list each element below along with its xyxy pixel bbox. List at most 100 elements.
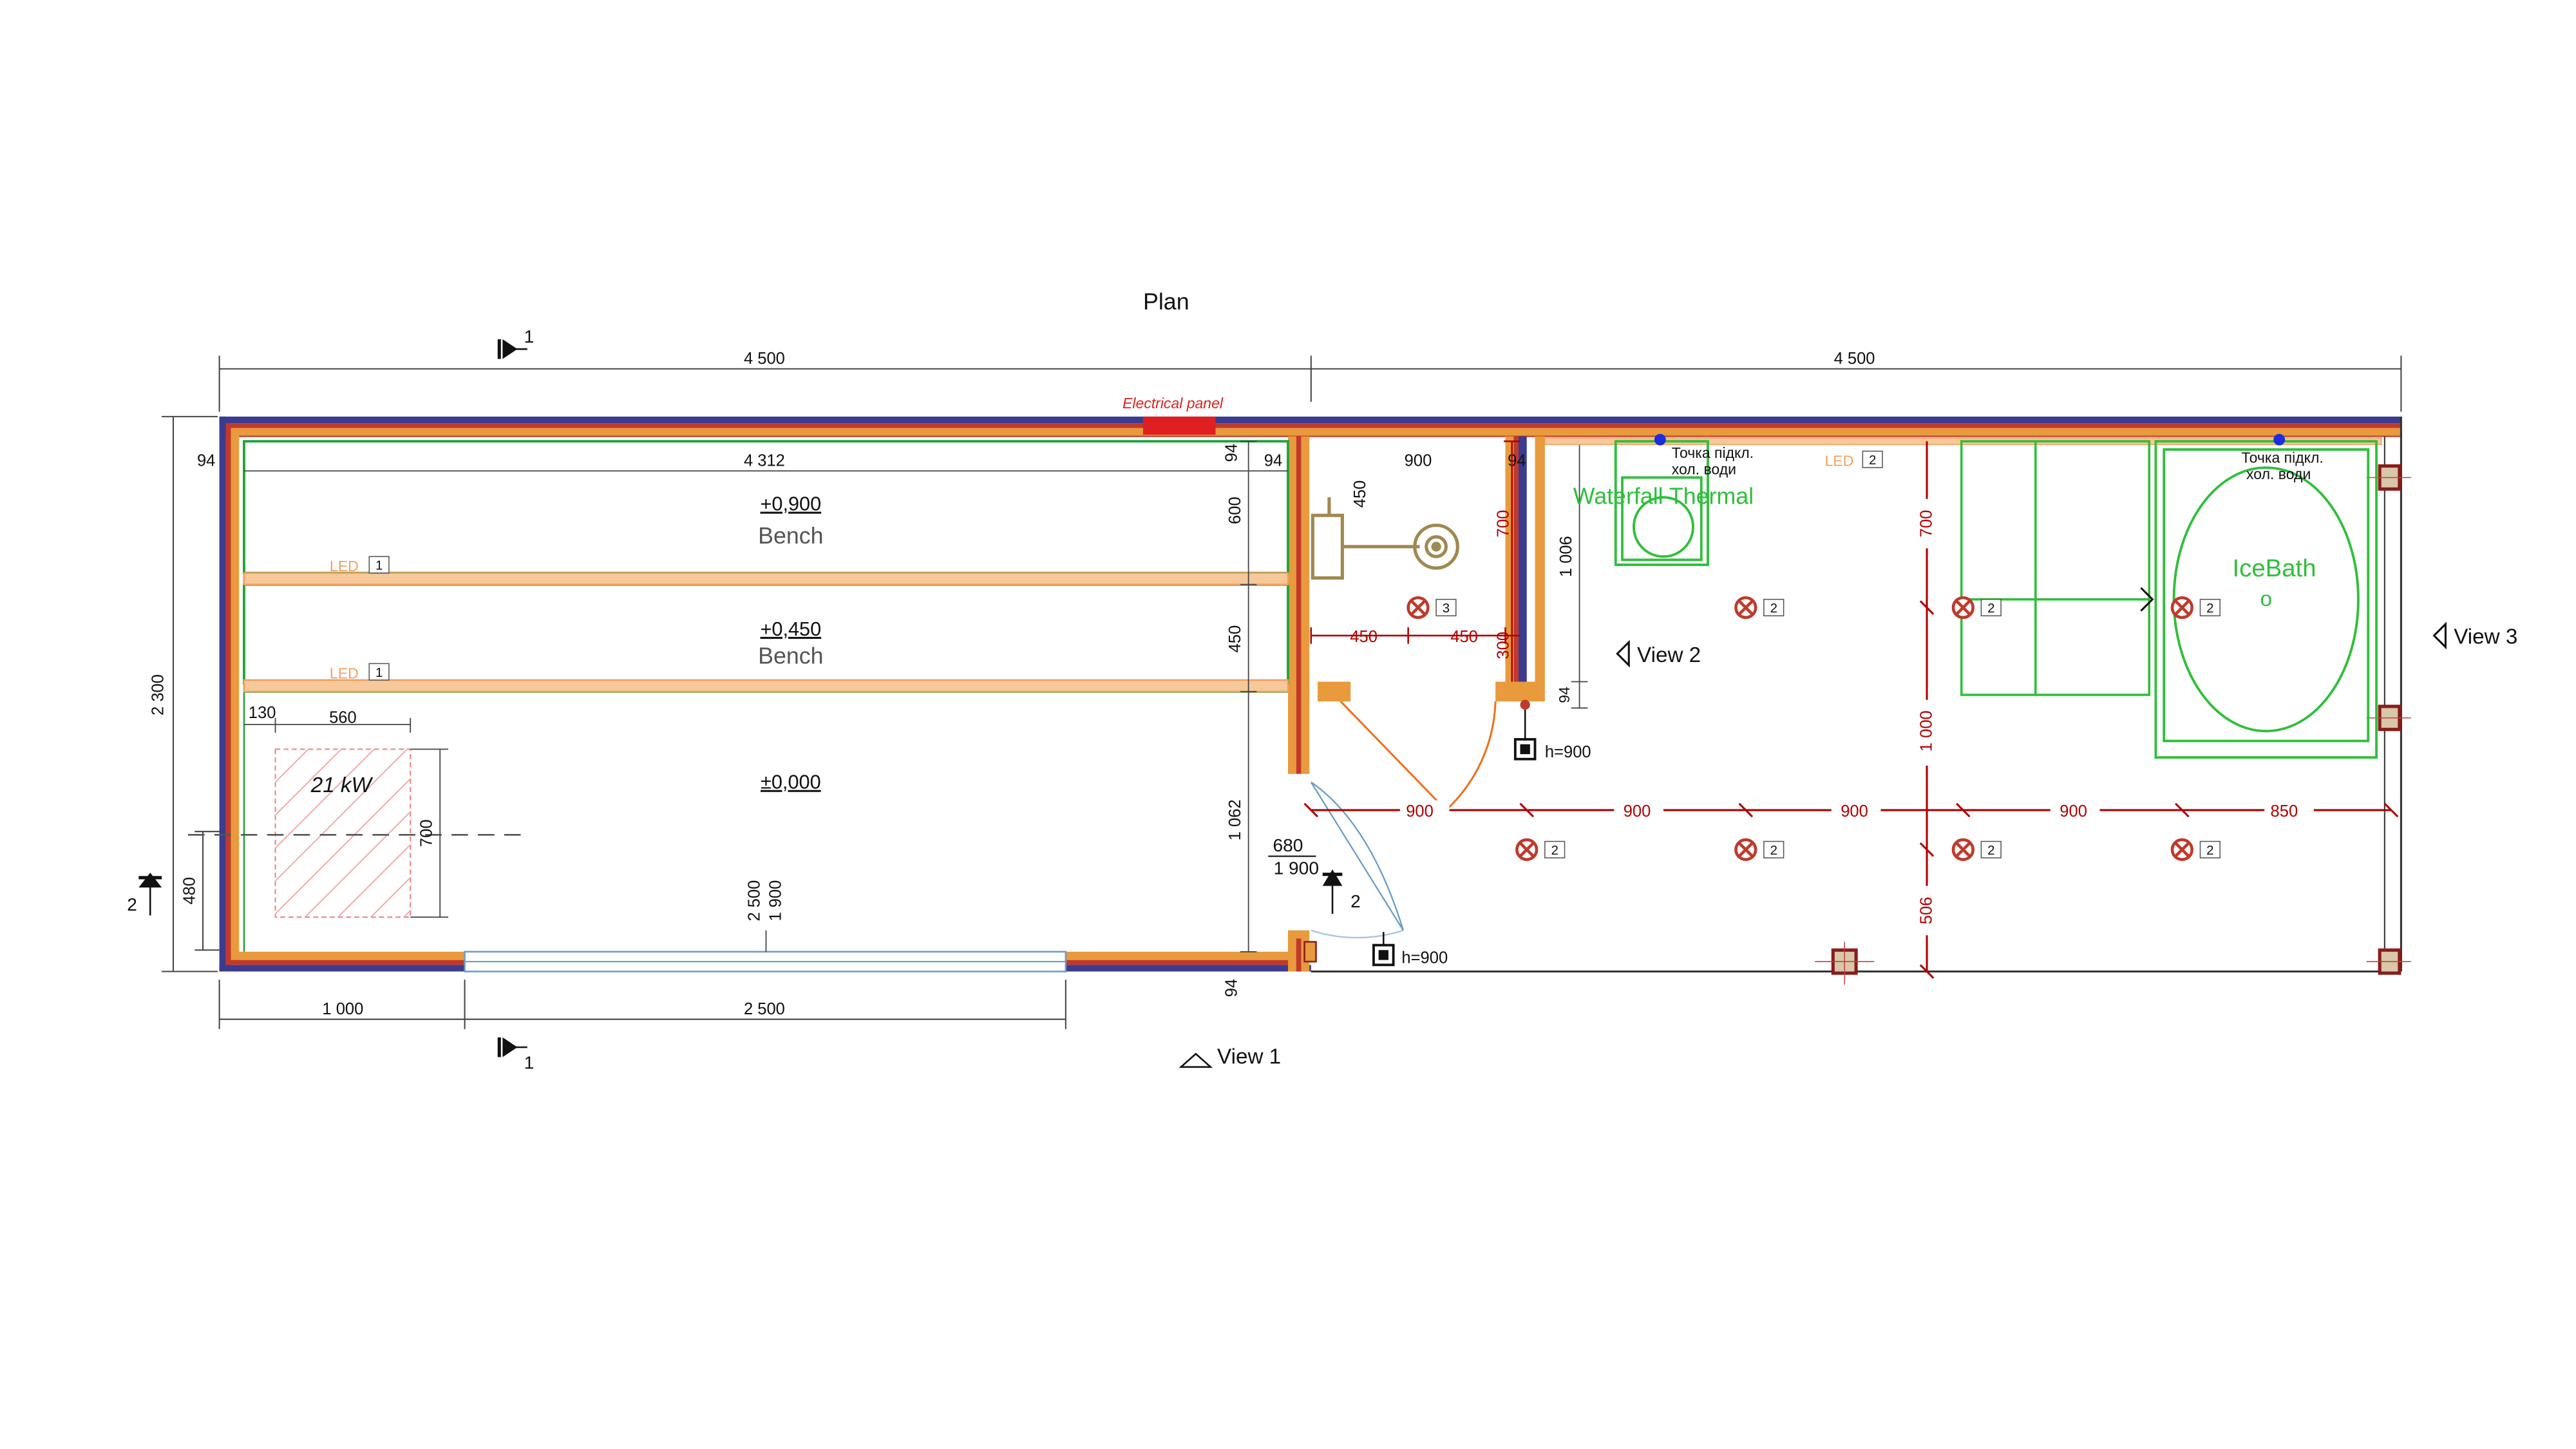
lounge-light-icon <box>1515 838 1539 861</box>
dim-sauna-inner: 4 312 <box>744 452 785 470</box>
dim-bottom-left: 1 000 <box>322 1000 363 1018</box>
lounge-light-icon <box>2170 596 2193 620</box>
plan-title: Plan <box>1143 289 1189 315</box>
shower-dim-1006: 1 006 <box>1557 536 1575 577</box>
lounge-led-tag <box>1862 450 1883 468</box>
shower-light-icon <box>1406 596 1430 620</box>
dim-top-left: 4 500 <box>744 350 785 368</box>
dim-sauna-wall-bottom: 94 <box>1223 979 1241 997</box>
lounge-light-icon <box>1951 838 1975 861</box>
water-point-1-line1: Точка підкл. <box>1672 444 1754 461</box>
electrical-panel <box>1143 416 1216 435</box>
window-height: 1 900 <box>767 880 785 922</box>
section-mark-door-label: 2 <box>1350 891 1361 911</box>
shower-dim-450-right: 450 <box>1450 628 1478 646</box>
water-point-2-icon <box>2273 433 2286 446</box>
sauna-led-tag-2 <box>368 663 390 681</box>
sauna-led-tag-1 <box>368 556 390 574</box>
lounge-light-group-6: 2 <box>1987 843 1994 858</box>
entrance-socket-height: h=900 <box>1401 949 1448 967</box>
shower-red-dims <box>1310 440 1520 682</box>
icebath-drain: o <box>2260 587 2272 611</box>
shower-dim-700: 700 <box>1495 510 1513 538</box>
view3-marker <box>2432 621 2447 650</box>
dimension-bottom <box>218 980 1066 1030</box>
icebath-fixture <box>2154 440 2378 759</box>
bench-upper-level: +0,900 <box>761 493 822 515</box>
shower-door <box>1340 701 1497 811</box>
lounge-dim-h-2: 900 <box>1624 802 1651 820</box>
shower-dim-300: 300 <box>1495 632 1513 659</box>
lounge-dim-h-4: 900 <box>2060 802 2087 820</box>
lounge-dim-v-3: 506 <box>1918 897 1936 925</box>
shower-light-tag <box>1435 598 1457 617</box>
lounge-light-group-5: 2 <box>1770 843 1777 858</box>
bench-lower-label: Bench <box>758 643 823 668</box>
lounge-light-group-3: 2 <box>2206 601 2213 616</box>
sauna-floor-level: ±0,000 <box>761 771 821 793</box>
section-mark-bottom <box>497 1037 527 1057</box>
dim-floor-depth: 1 062 <box>1226 799 1244 840</box>
lounge-arrow <box>2140 587 2154 612</box>
water-point-1-icon <box>1654 433 1666 446</box>
lounge-led-group: 2 <box>1869 453 1876 468</box>
sauna-led-label-2: LED <box>330 665 359 681</box>
dim-bottom-middle: 2 500 <box>744 1000 785 1018</box>
lounge-light-icon <box>2170 838 2193 861</box>
section-mark-top <box>497 339 527 359</box>
view2-marker <box>1616 639 1630 668</box>
window-width: 2 500 <box>745 880 763 922</box>
waterfall-label: Waterfall Thermal <box>1573 483 1754 509</box>
dim-heater-width: 560 <box>329 708 357 726</box>
lounge-dim-v-2: 1 000 <box>1918 710 1936 752</box>
lounge-light-icon <box>1951 596 1975 620</box>
dim-left-total: 2 300 <box>149 674 167 715</box>
column-axes <box>1815 477 2411 985</box>
lounge-bench <box>1960 440 2151 696</box>
dim-bench-lower-depth: 450 <box>1226 625 1244 653</box>
lounge-light-icon <box>1734 596 1757 620</box>
view3-label: View 3 <box>2454 625 2517 649</box>
section-mark-door <box>1322 869 1343 914</box>
dim-sauna-wall-left: 94 <box>197 452 215 470</box>
lounge-dim-h-1: 900 <box>1406 802 1434 820</box>
sauna-led-strips <box>243 572 1289 693</box>
shower-socket-height: h=900 <box>1545 743 1591 761</box>
waterfall-label-text: Waterfall Thermal <box>1573 483 1754 509</box>
electrical-panel-label: Electrical panel <box>1122 395 1224 412</box>
icebath-label: IceBath <box>2233 554 2316 582</box>
water-point-2-line1: Точка підкл. <box>2241 449 2323 466</box>
lounge-light-group-2: 2 <box>1987 601 1994 616</box>
entrance-door-width: 680 <box>1273 835 1303 855</box>
sauna-led-group-1: 1 <box>375 558 383 573</box>
lounge-light-tags <box>1544 598 2221 858</box>
section-mark-bottom-label: 1 <box>524 1052 535 1072</box>
lounge-dim-h-3: 900 <box>1841 802 1868 820</box>
shower-fixture <box>1311 497 1459 580</box>
shower-height: 450 <box>1351 480 1369 508</box>
sauna-led-label-1: LED <box>330 558 359 574</box>
view1-marker <box>1179 1052 1213 1068</box>
shower-dim-94: 94 <box>1556 687 1573 703</box>
shower-wall-thickness-right: 94 <box>1508 452 1526 470</box>
water-point-2-line2: хол. води <box>2246 466 2311 482</box>
bench-depth-dims <box>1240 440 1257 952</box>
lounge-dim-v-bg-3 <box>1917 886 1937 936</box>
dim-bench-upper-depth: 600 <box>1226 497 1244 524</box>
bench-lower-level: +0,450 <box>761 618 822 640</box>
lounge-light-group-4: 2 <box>1551 843 1558 858</box>
shower-socket-icon <box>1513 699 1537 761</box>
lounge-dim-v-1: 700 <box>1918 510 1936 538</box>
entrance-door <box>1310 781 1405 939</box>
sauna-heater <box>274 748 412 918</box>
shower-light-group: 3 <box>1443 601 1450 616</box>
heater-power: 21 kW <box>310 773 374 797</box>
view2-label: View 2 <box>1637 643 1701 667</box>
shower-width: 900 <box>1405 452 1432 470</box>
dim-top-right: 4 500 <box>1834 350 1875 368</box>
dimension-top <box>218 355 2402 412</box>
section-mark-left <box>138 873 162 916</box>
lounge-light-group-7: 2 <box>2206 843 2213 858</box>
shower-dim-450-left: 450 <box>1350 628 1378 646</box>
lounge-red-dim-labels <box>1399 800 2314 820</box>
